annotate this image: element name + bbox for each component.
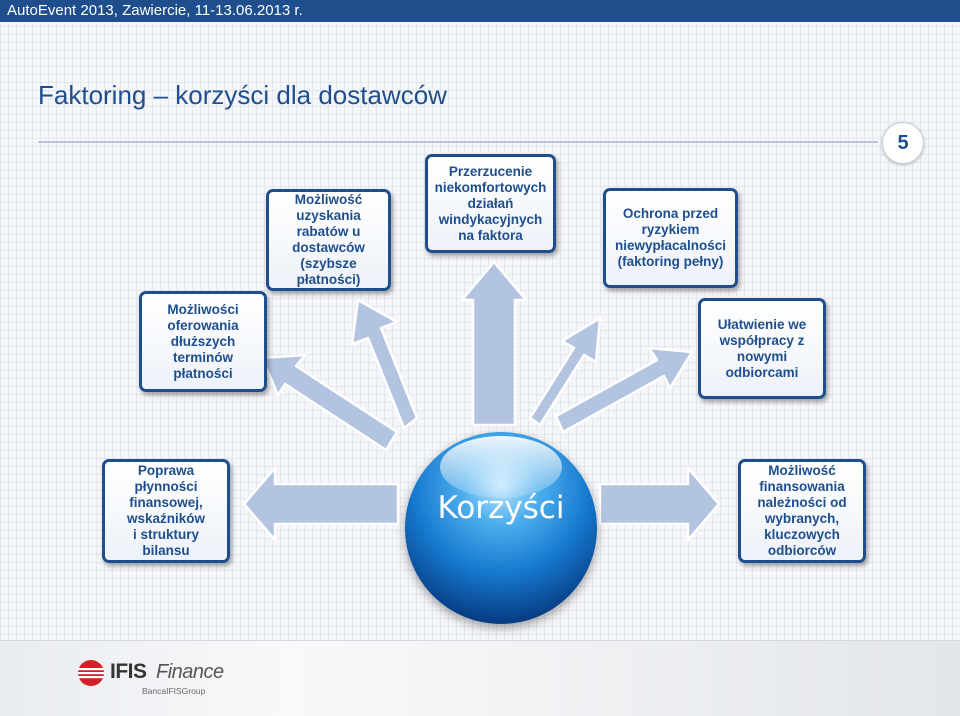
logo-text-finance: Finance (156, 661, 224, 683)
footer-bar (0, 640, 960, 716)
logo-text-ifis: IFIS (110, 660, 147, 683)
arrow-right (598, 466, 721, 542)
slide-title: Faktoring – korzyści dla dostawców (38, 80, 447, 110)
arrow-left (242, 466, 400, 542)
center-sphere-highlight (440, 436, 562, 498)
header-bar: AutoEvent 2013, Zawiercie, 11-13.06.2013… (0, 0, 960, 22)
arrow-right-upper (554, 346, 694, 434)
arrow-left-upper (260, 353, 399, 452)
arrow-up-right (528, 316, 602, 427)
arrow-up-left (350, 298, 419, 430)
benefit-box-finansowanie: Możliwość finansowania należności od wyb… (738, 459, 866, 563)
ifis-logo-mark-icon (78, 660, 104, 686)
benefit-box-odbiorcy: Ułatwienie we współpracy z nowymi odbior… (698, 298, 826, 399)
benefit-box-rabaty: Możliwość uzyskania rabatów u dostawców … (266, 189, 391, 291)
logo-subtext: BancaIFISGroup (142, 686, 206, 696)
event-title: AutoEvent 2013, Zawiercie, 11-13.06.2013… (7, 2, 303, 19)
benefit-box-windykacja: Przerzucenie niekomfortowych działań win… (425, 154, 556, 253)
page-number-badge: 5 (882, 122, 924, 164)
arrow-up (460, 260, 528, 427)
title-divider (38, 141, 878, 143)
benefit-box-ochrona: Ochrona przed ryzykiem niewypłacalności … (603, 188, 738, 288)
ifis-finance-logo: IFIS Finance BancaIFISGroup (76, 654, 256, 700)
benefit-box-plynnosc: Poprawa płynności finansowej, wskaźników… (102, 459, 230, 563)
benefit-box-terminy: Możliwości oferowania dłuższych terminów… (139, 291, 267, 392)
center-label: Korzyści (437, 490, 565, 526)
